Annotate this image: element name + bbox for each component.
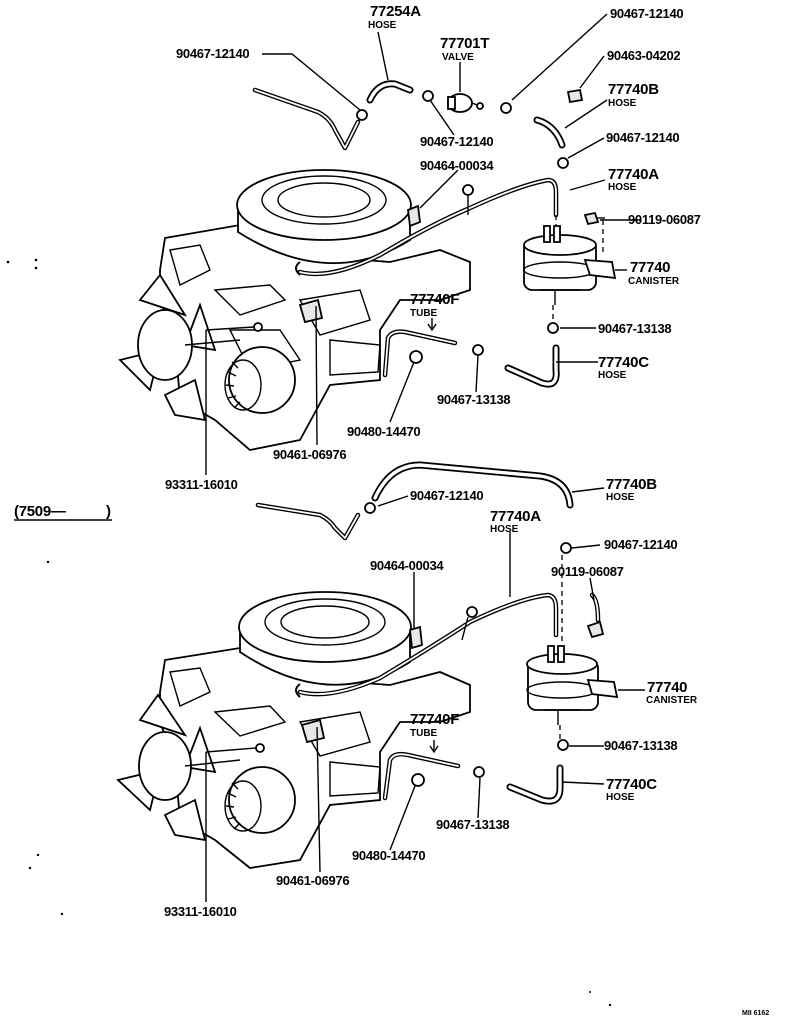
label-77254a: 77254A (370, 3, 421, 20)
tube-bottom-left (255, 502, 361, 541)
label-b-77740c: 77740C (606, 776, 657, 793)
bottom-engine-assembly (116, 461, 619, 869)
fan-top (118, 273, 241, 422)
footer-code: MII 6162 (742, 1010, 769, 1017)
canister-77740-bottom (526, 542, 619, 725)
label-b-77740c-sub: HOSE (606, 792, 635, 803)
label-b-77740b-sub: HOSE (606, 492, 635, 503)
date-range-end: ) (106, 503, 111, 520)
label-90467-13138-a: 90467-13138 (598, 321, 671, 336)
label-77740a: 77740A (608, 166, 659, 183)
label-b-77740-sub: CANISTER (646, 695, 698, 706)
grommet-90463-04202 (566, 88, 584, 104)
label-90464-00034: 90464-00034 (420, 158, 494, 173)
label-77740a-sub: HOSE (608, 182, 637, 193)
air-cleaner-top (236, 169, 412, 264)
top-engine-assembly (118, 80, 617, 451)
labels-top: 77254A HOSE 90467-12140 77701T VALVE 904… (165, 3, 701, 492)
label-90461-06976: 90461-06976 (273, 447, 346, 462)
label-90119-06087: 90119-06087 (628, 212, 701, 227)
leaders-top (205, 13, 640, 475)
label-77740c: 77740C (598, 354, 649, 371)
label-b-90467-12140-a: 90467-12140 (410, 488, 483, 503)
label-93311-16010: 93311-16010 (165, 477, 238, 492)
label-90467-12140-d: 90467-12140 (606, 130, 679, 145)
date-range-start: (7509— (14, 503, 66, 520)
label-b-77740b: 77740B (606, 476, 657, 493)
label-90467-12140-a: 90467-12140 (176, 46, 249, 61)
label-b-93311-16010: 93311-16010 (164, 904, 237, 919)
label-90463-04202: 90463-04202 (607, 48, 680, 63)
label-b-90119-06087: 90119-06087 (551, 564, 624, 579)
label-77701t: 77701T (440, 35, 489, 52)
label-77740c-sub: HOSE (598, 370, 627, 381)
valve-77701t (447, 93, 484, 113)
label-77740b-sub: HOSE (608, 98, 637, 109)
leaders-bottom (205, 487, 645, 902)
label-b-77740f-sub: TUBE (410, 728, 438, 739)
alternator-top (224, 346, 296, 414)
label-b-90464-00034: 90464-00034 (370, 558, 444, 573)
label-b-90467-13138-b: 90467-13138 (436, 817, 509, 832)
label-90480-14470: 90480-14470 (347, 424, 420, 439)
labels-bottom: 90467-12140 77740B HOSE 77740A HOSE 9046… (164, 476, 698, 919)
label-77701t-sub: VALVE (442, 52, 474, 63)
hose-77740b-top (533, 116, 566, 149)
label-77740-sub: CANISTER (628, 276, 680, 287)
label-b-90467-13138-a: 90467-13138 (604, 738, 677, 753)
tube-top-left (252, 87, 361, 151)
label-90467-13138-b: 90467-13138 (437, 392, 510, 407)
label-77740: 77740 (630, 259, 670, 276)
date-range: (7509— ) (14, 503, 112, 521)
clip-90464-00034-bottom (409, 625, 423, 650)
fan-bottom (116, 693, 241, 842)
label-b-77740: 77740 (647, 679, 687, 696)
label-b-90480-14470: 90480-14470 (352, 848, 425, 863)
label-90467-12140-c: 90467-12140 (420, 134, 493, 149)
label-b-77740a: 77740A (490, 508, 541, 525)
air-cleaner-bottom (238, 591, 412, 686)
label-77740f-sub: TUBE (410, 308, 438, 319)
label-77254a-sub: HOSE (368, 20, 397, 31)
alternator-bottom (224, 766, 296, 834)
label-77740b: 77740B (608, 81, 659, 98)
label-90467-12140-b: 90467-12140 (610, 6, 683, 21)
label-b-77740a-sub: HOSE (490, 524, 519, 535)
label-b-90461-06976: 90461-06976 (276, 873, 349, 888)
label-b-77740f: 77740F (410, 711, 459, 728)
label-b-90467-12140-b: 90467-12140 (604, 537, 677, 552)
canister-77740-top (523, 211, 617, 305)
label-77740f: 77740F (410, 291, 459, 308)
clip-90464-00034-top (407, 204, 421, 228)
scan-specks (6, 258, 612, 1007)
